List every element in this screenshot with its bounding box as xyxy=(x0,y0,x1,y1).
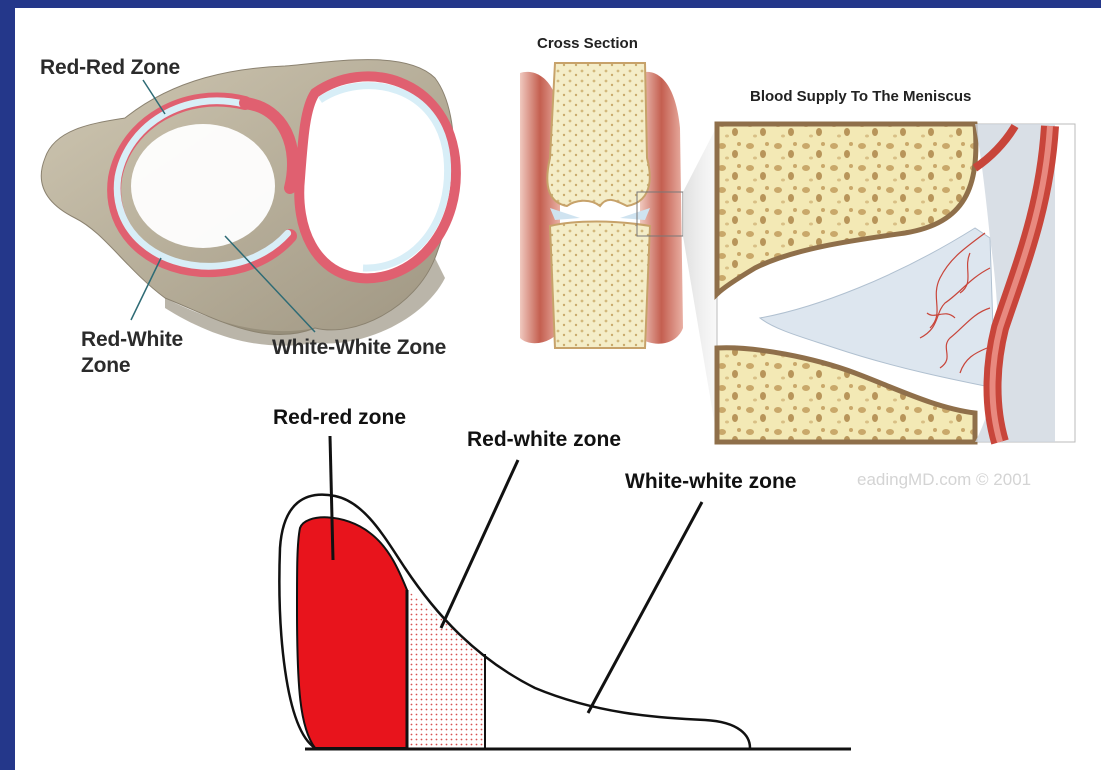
figure-artwork xyxy=(15,8,1101,770)
knee-cross-section xyxy=(520,63,717,438)
label-blood-supply: Blood Supply To The Meniscus xyxy=(750,88,971,105)
label-red-white-zone-top-line2: Zone xyxy=(81,354,130,378)
meniscus-3d-illustration xyxy=(41,60,456,346)
figure-canvas: Red-Red Zone Red-White Zone White-White … xyxy=(15,8,1101,770)
label-red-white-zone-bottom: Red-white zone xyxy=(467,428,621,452)
label-cross-section: Cross Section xyxy=(537,35,638,52)
label-red-white-zone-top-line1: Red-White xyxy=(81,328,183,352)
lateral-meniscus xyxy=(299,76,456,278)
label-red-red-zone-top: Red-Red Zone xyxy=(40,56,180,80)
blood-supply-detail xyxy=(717,124,1075,442)
pointer-white-white-bottom xyxy=(588,502,702,713)
watermark-text: eadingMD.com © 2001 xyxy=(857,470,1031,490)
label-white-white-zone-top: White-White Zone xyxy=(272,336,446,360)
pointer-red-white-bottom xyxy=(441,460,518,628)
label-red-red-zone-bottom: Red-red zone xyxy=(273,406,406,430)
red-red-zone-region xyxy=(297,517,407,748)
label-white-white-zone-bottom: White-white zone xyxy=(625,470,797,494)
